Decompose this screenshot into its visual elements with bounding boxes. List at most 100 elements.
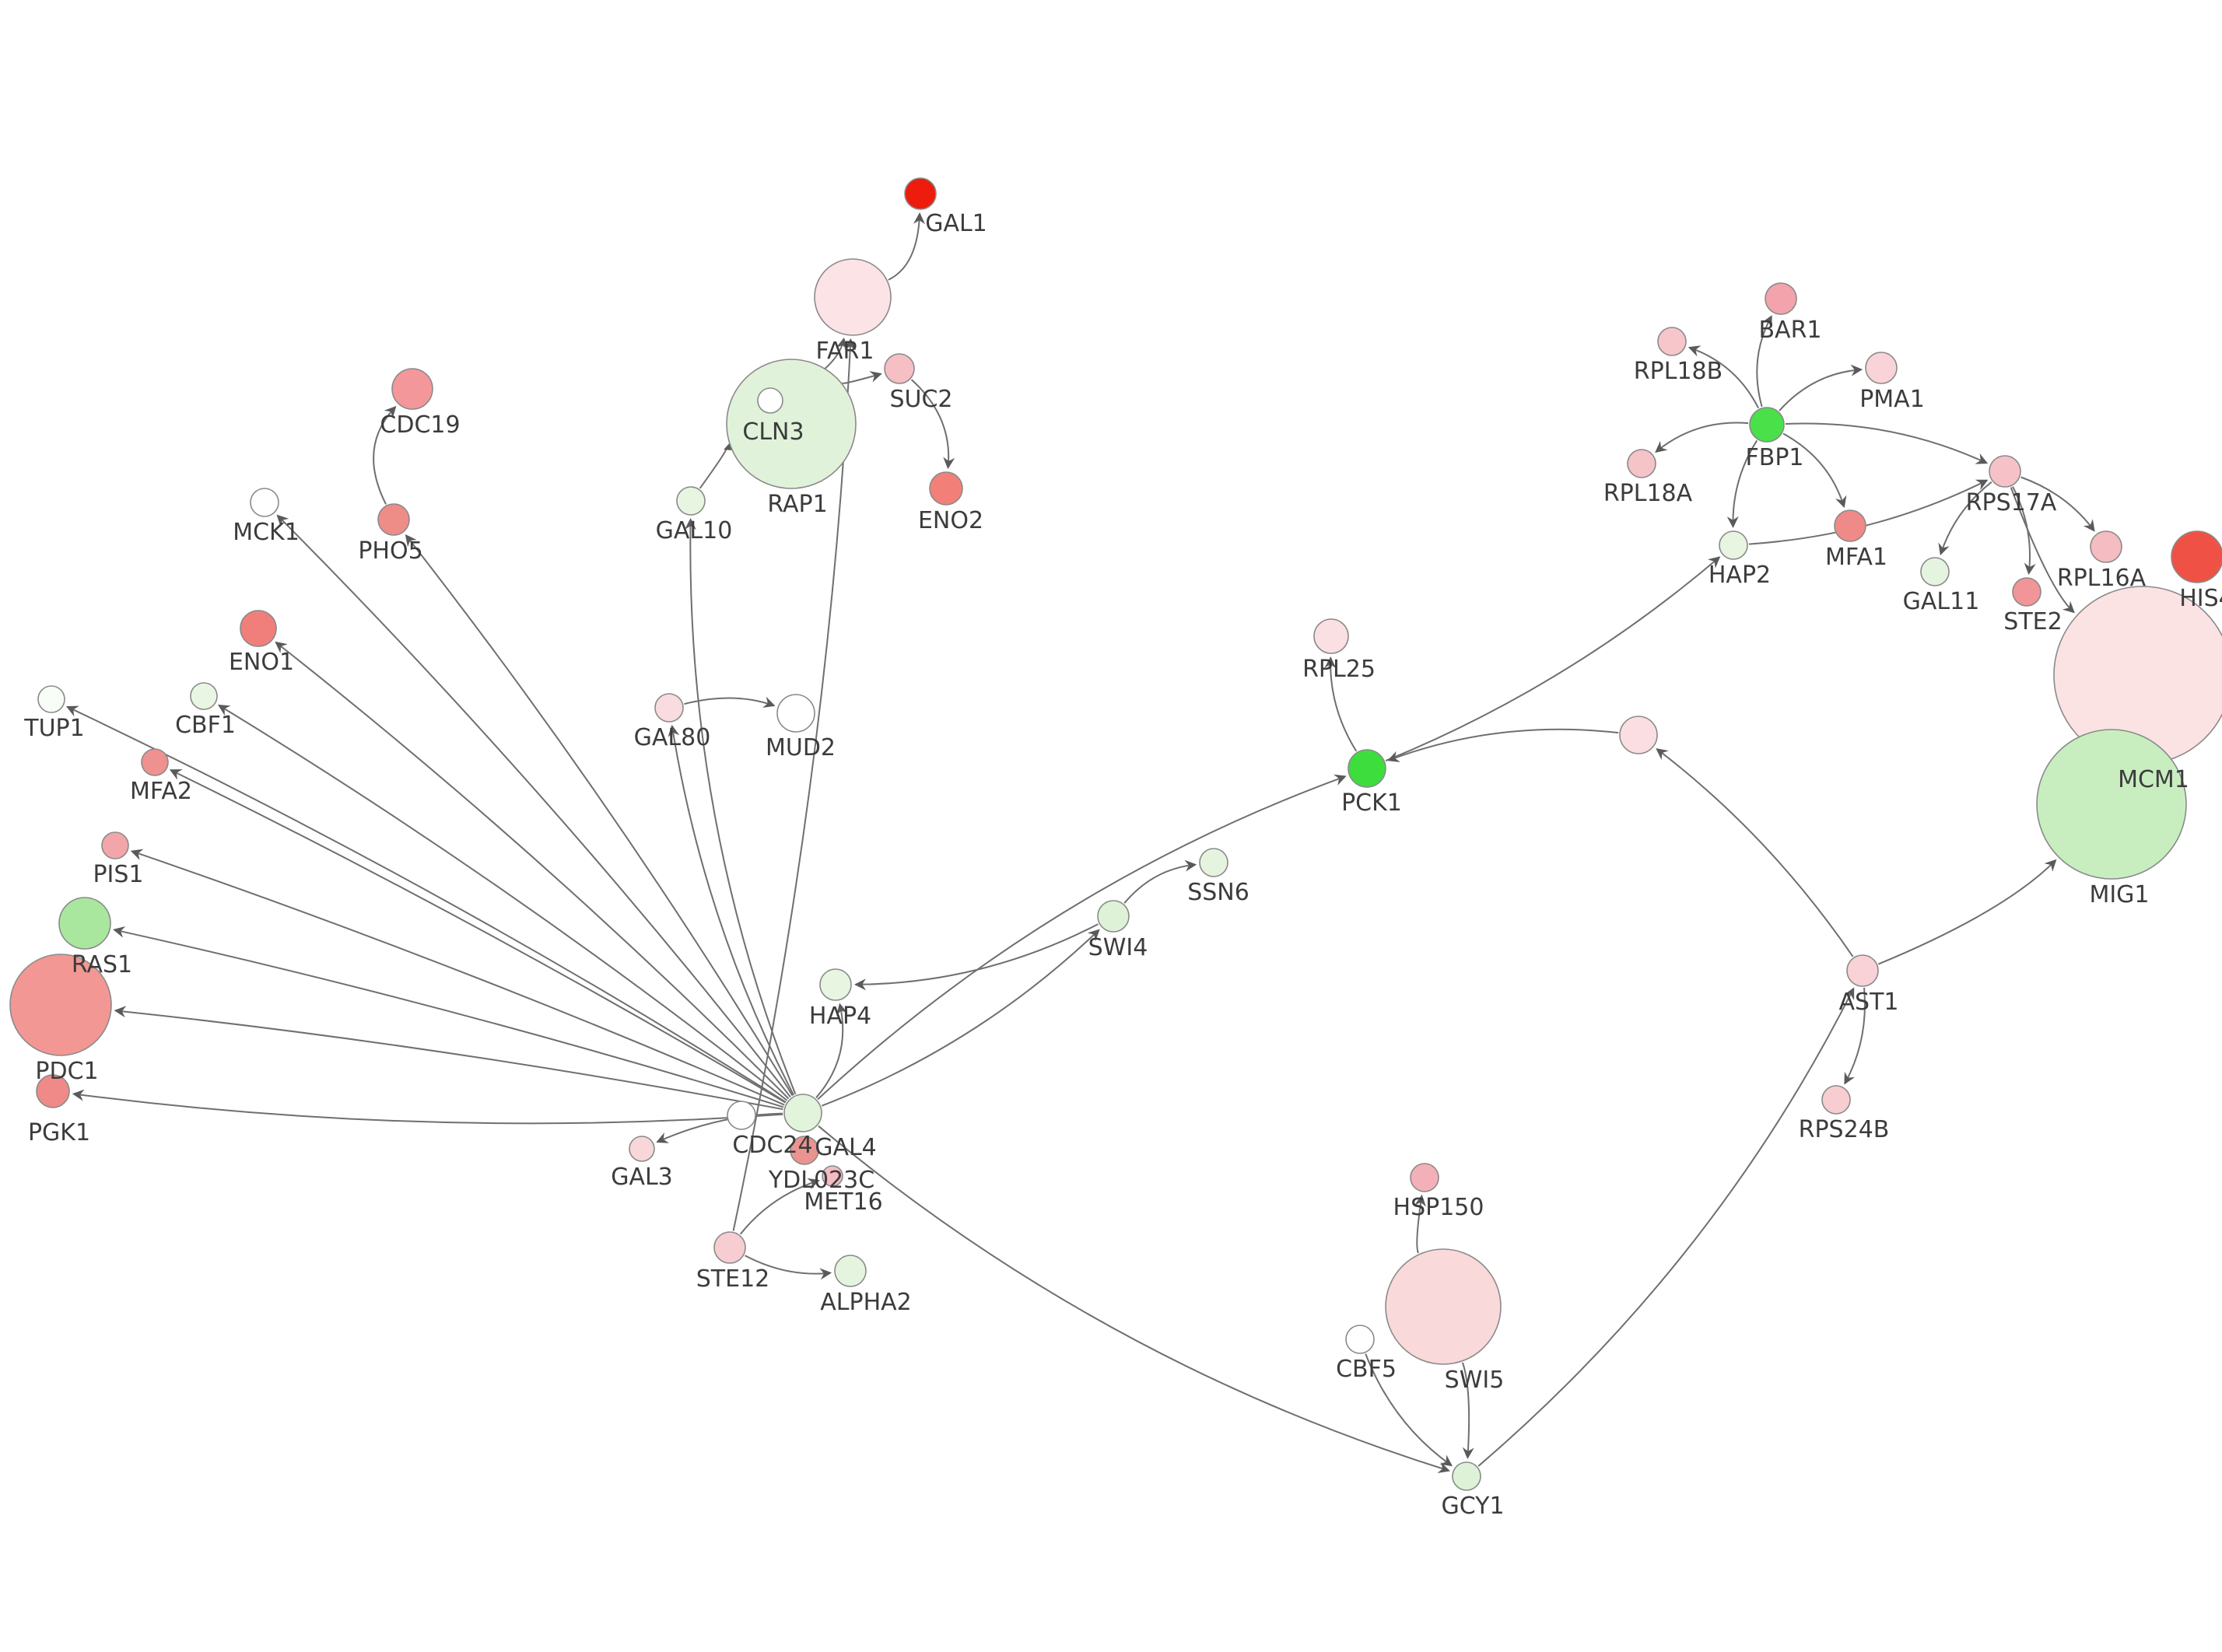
node-GAL80[interactable]	[654, 693, 684, 723]
node-SWI5[interactable]	[1385, 1248, 1502, 1365]
node-CLN3[interactable]	[757, 387, 783, 414]
edge-FBP1-RPL18A	[1655, 422, 1749, 453]
node-label-HAP2: HAP2	[1709, 562, 1771, 589]
edge-GAL4-PHO5	[405, 534, 794, 1097]
edge-RPS17A-RPL16A	[2020, 476, 2095, 532]
node-RPL18A[interactable]	[1627, 449, 1656, 478]
edge-GAL4-GAL10	[684, 518, 797, 1095]
node-label-HSP150: HSP150	[1393, 1194, 1484, 1221]
node-CDC24[interactable]	[727, 1101, 756, 1130]
node-label-PMA1: PMA1	[1859, 386, 1925, 413]
node-label-SSN6: SSN6	[1187, 879, 1249, 906]
node-PGK1[interactable]	[36, 1074, 70, 1108]
edge-PCK1-HAP2	[1385, 556, 1721, 762]
node-label-RPL18B: RPL18B	[1634, 358, 1723, 385]
node-label-PHO5: PHO5	[358, 537, 422, 565]
node-ENO1[interactable]	[240, 610, 277, 647]
node-label-GCY1: GCY1	[1441, 1493, 1504, 1520]
node-label-GAL10: GAL10	[656, 517, 733, 544]
node-label-STE2: STE2	[2003, 608, 2062, 635]
node-AST1[interactable]	[1846, 954, 1879, 987]
node-RPL18B[interactable]	[1657, 327, 1687, 356]
node-PMA1[interactable]	[1865, 352, 1898, 384]
node-CBF5[interactable]	[1345, 1325, 1375, 1354]
node-label-RPS24B: RPS24B	[1799, 1116, 1890, 1143]
edge-FBP1-BAR1	[1756, 315, 1772, 408]
node-label-RPL18A: RPL18A	[1603, 480, 1693, 507]
node-SUC2[interactable]	[884, 353, 915, 384]
node-SWI4[interactable]	[1097, 900, 1130, 933]
node-CBF1[interactable]	[190, 682, 218, 710]
node-ALPHA2[interactable]	[834, 1255, 867, 1287]
node-MUD2[interactable]	[776, 694, 815, 733]
node-PHO5[interactable]	[377, 503, 410, 536]
edge-GAL4-HAP4	[815, 1003, 848, 1098]
node-label-GAL11: GAL11	[1903, 588, 1980, 615]
edge-GAL4-PCK1	[817, 774, 1347, 1101]
node-label-SUC2: SUC2	[889, 386, 952, 413]
node-MFA2[interactable]	[141, 748, 169, 776]
node-HIS4[interactable]	[2171, 530, 2222, 583]
node-label-PGK1: PGK1	[28, 1119, 90, 1146]
node-label-CDC24: CDC24	[732, 1132, 812, 1159]
node-label-ALPHA2: ALPHA2	[820, 1289, 912, 1316]
node-NODE_U[interactable]	[1619, 716, 1658, 754]
node-RPS17A[interactable]	[1989, 455, 2021, 488]
node-GAL10[interactable]	[676, 486, 706, 516]
node-YDL023C[interactable]	[790, 1136, 819, 1165]
node-layer	[9, 177, 2222, 1491]
node-PCK1[interactable]	[1348, 749, 1386, 788]
node-label-RAS1: RAS1	[72, 951, 132, 978]
node-MET16[interactable]	[822, 1165, 843, 1187]
node-GCY1[interactable]	[1452, 1461, 1481, 1491]
node-label-MCM1: MCM1	[2118, 766, 2189, 793]
node-RPL25[interactable]	[1313, 618, 1349, 654]
node-RAP1[interactable]	[726, 359, 857, 489]
node-GAL1[interactable]	[904, 177, 937, 210]
edge-FBP1-PMA1	[1779, 364, 1863, 411]
node-RAS1[interactable]	[58, 897, 111, 950]
node-PIS1[interactable]	[101, 831, 129, 859]
node-HSP150[interactable]	[1410, 1163, 1439, 1192]
node-label-CBF5: CBF5	[1336, 1356, 1397, 1383]
edge-GAL4-MCK1	[276, 514, 791, 1098]
node-GAL11[interactable]	[1920, 557, 1950, 586]
node-HAP4[interactable]	[819, 968, 852, 1001]
node-TUP1[interactable]	[37, 685, 65, 713]
node-RPS24B[interactable]	[1821, 1085, 1851, 1115]
node-label-MFA1: MFA1	[1825, 544, 1887, 571]
edge-SWI4-HAP4	[854, 923, 1099, 991]
node-PDC1[interactable]	[9, 954, 112, 1056]
node-FBP1[interactable]	[1749, 407, 1785, 443]
edge-NODE_U-PCK1	[1387, 728, 1619, 762]
node-RPL16A[interactable]	[2090, 530, 2122, 563]
edge-STE12-MET16	[739, 1178, 820, 1235]
node-STE2[interactable]	[2012, 577, 2042, 607]
node-MFA1[interactable]	[1834, 509, 1866, 542]
node-CDC19[interactable]	[391, 368, 433, 410]
edge-GAL4-PGK1	[72, 1089, 783, 1125]
edge-FBP1-RPS17A	[1785, 422, 1989, 464]
edge-STE12-FAR1	[732, 338, 857, 1231]
node-label-FAR1: FAR1	[816, 338, 874, 365]
node-label-MCK1: MCK1	[233, 519, 300, 546]
node-label-MIG1: MIG1	[2089, 881, 2149, 908]
edge-FBP1-MFA1	[1782, 432, 1847, 509]
node-GAL4[interactable]	[783, 1094, 822, 1132]
node-STE12[interactable]	[713, 1231, 746, 1264]
node-MIG1[interactable]	[2036, 729, 2187, 880]
edge-GCY1-AST1	[1477, 987, 1855, 1467]
node-FAR1[interactable]	[814, 258, 892, 336]
edge-GAL4-GAL3	[656, 1112, 783, 1143]
node-ENO2[interactable]	[929, 471, 963, 506]
node-label-AST1: AST1	[1839, 989, 1899, 1016]
node-HAP2[interactable]	[1719, 530, 1748, 560]
node-label-MUD2: MUD2	[766, 734, 836, 761]
edge-SWI5-GCY1	[1461, 1362, 1474, 1459]
node-label-PDC1: PDC1	[35, 1058, 98, 1085]
node-BAR1[interactable]	[1765, 282, 1797, 315]
node-GAL3[interactable]	[629, 1136, 655, 1162]
node-MCK1[interactable]	[250, 488, 279, 517]
node-SSN6[interactable]	[1199, 848, 1228, 877]
